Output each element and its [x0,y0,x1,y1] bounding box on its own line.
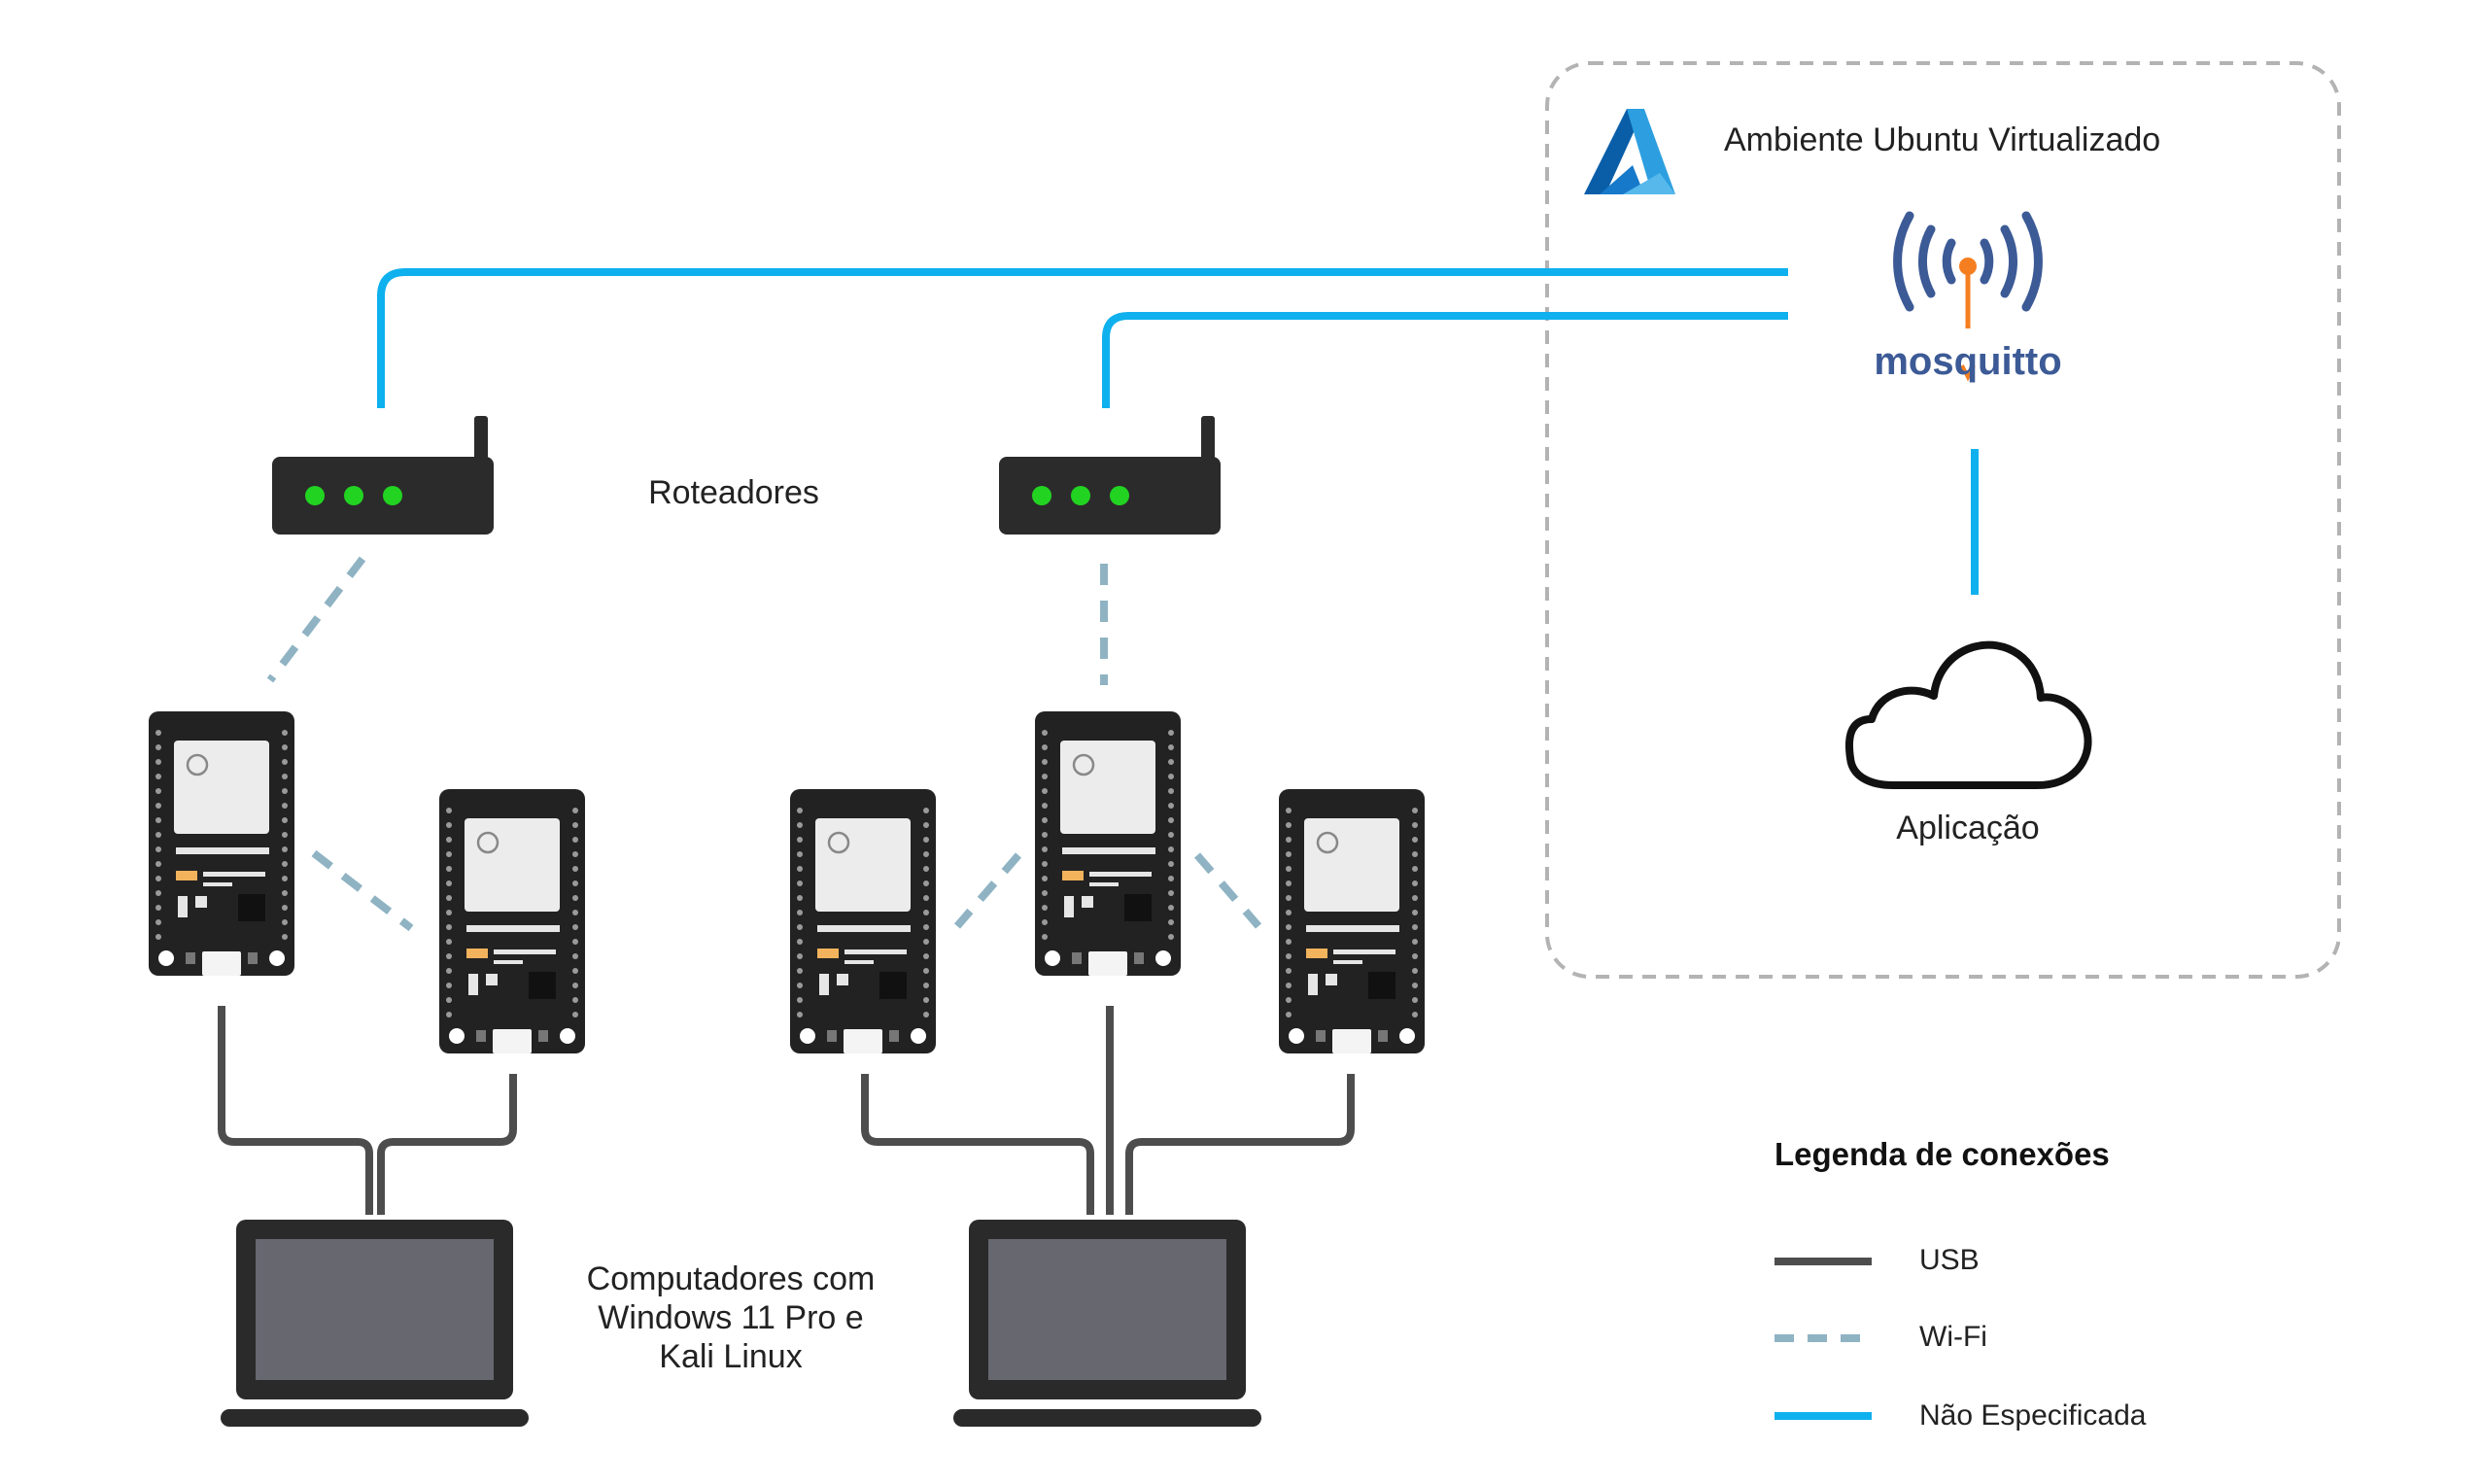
computers-label: Computadores com Windows 11 Pro e Kali L… [587,1260,876,1375]
computers-label-line-2: Windows 11 Pro e [598,1299,863,1336]
usb-connections [218,1006,1355,1215]
esp32-board-3 [788,787,938,1055]
computers-label-line-1: Computadores com [587,1260,876,1297]
application-label: Aplicação [1896,810,2039,846]
legend-usb-label: USB [1919,1244,1980,1276]
wifi-connections [266,556,1262,932]
legend: Legenda de conexões USB Wi-Fi Não Especi… [1775,1136,2147,1432]
legend-title: Legenda de conexões [1775,1136,2110,1172]
cloud-icon [1844,640,2092,789]
environment-label: Ambiente Ubuntu Virtualizado [1724,121,2160,158]
router-right [999,416,1221,535]
mosquitto-wordmark: mosquitto [1874,340,2061,383]
laptop-right [953,1220,1261,1427]
unspecified-connections [377,268,1979,595]
esp32-board-5 [1277,787,1427,1055]
legend-wifi-label: Wi-Fi [1919,1321,1987,1353]
esp32-board-2 [437,787,587,1055]
routers-label: Roteadores [648,474,819,511]
esp32-board-1 [147,709,296,978]
legend-unspecified-label: Não Especificada [1919,1399,2147,1432]
virtual-environment-frame [1545,61,2341,979]
computers-label-line-3: Kali Linux [659,1338,802,1375]
esp32-board-4 [1033,709,1183,978]
router-left [272,416,494,535]
azure-logo-icon [1584,109,1675,194]
laptop-left [221,1220,529,1427]
